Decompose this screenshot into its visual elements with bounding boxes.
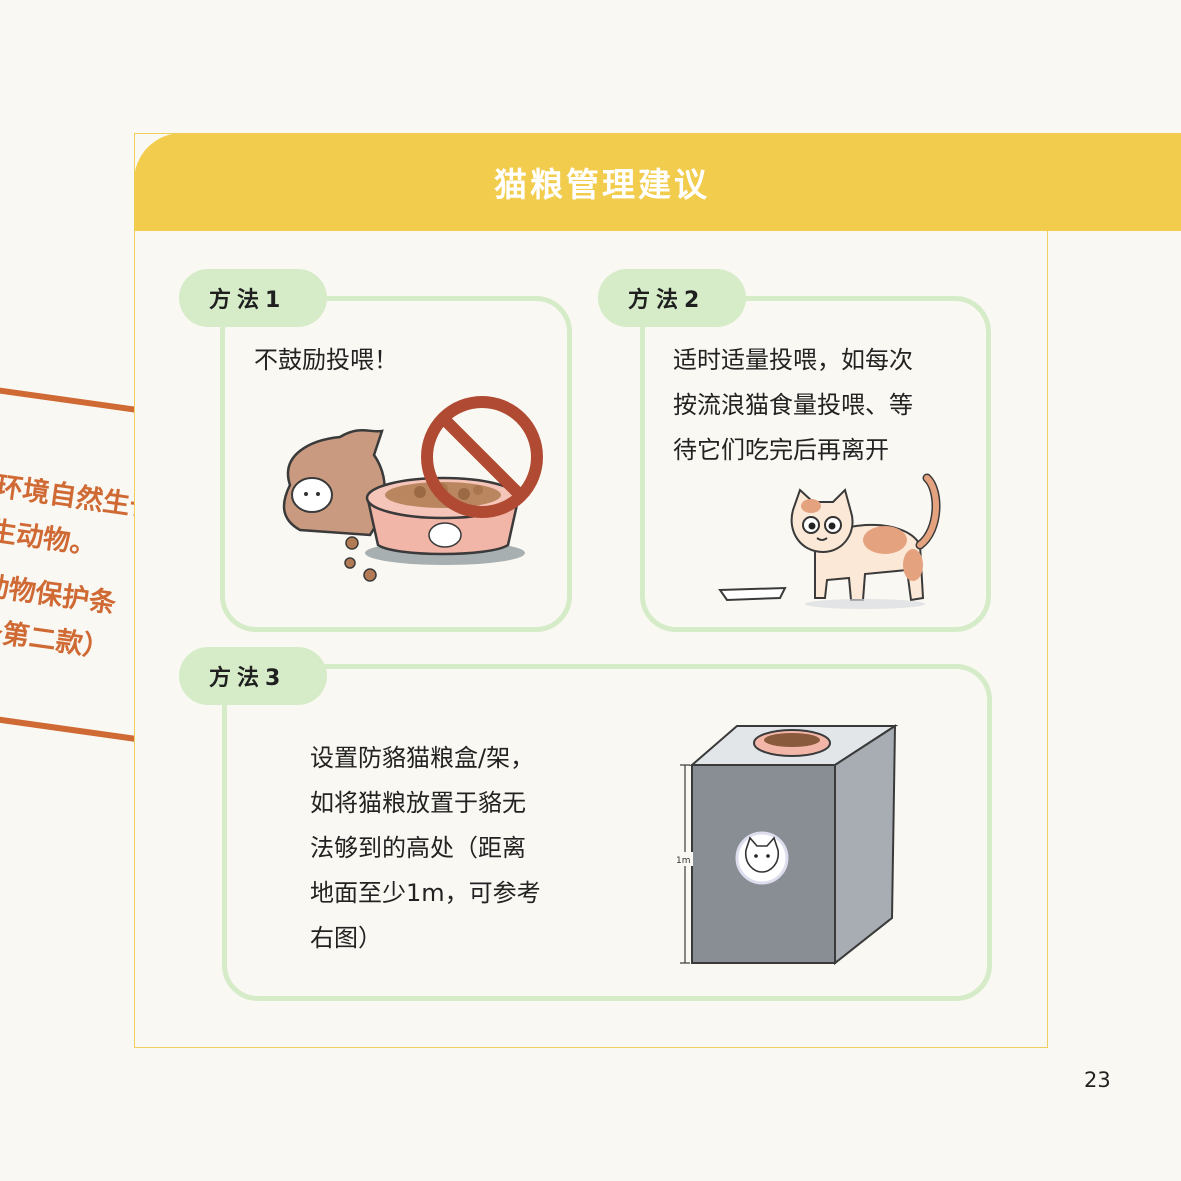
side-note-line: 生动物。 (0, 515, 99, 562)
no-feeding-illustration (282, 396, 543, 582)
method-text-line: 按流浪猫食量投喂、等 (673, 391, 913, 419)
method-text-line: 如将猫粮放置于貉无 (310, 789, 526, 817)
method-text-1: 不鼓励投喂！ (254, 338, 398, 383)
cat-eating-illustration (718, 473, 941, 609)
height-label: 1m (676, 856, 691, 866)
method-text-line: 右图） (310, 924, 382, 952)
feeding-box-illustration: 1m (673, 724, 899, 966)
method-text-line: 待它们吃完后再离开 (673, 436, 889, 464)
side-note-line: 动物保护条 (0, 570, 118, 620)
method-card-3 (222, 664, 992, 1001)
method-text-line: 适时适量投喂，如每次 (673, 346, 913, 374)
method-tag-3: 方法3 (179, 647, 327, 705)
method-text-line: 不鼓励投喂！ (254, 346, 398, 374)
method-text-line: 设置防貉猫粮盒/架， (310, 744, 535, 772)
method-tag-2: 方法2 (598, 269, 746, 327)
method-card-1 (220, 296, 572, 632)
method-text-line: 法够到的高处（距离 (310, 834, 526, 862)
method-text-line: 地面至少1m，可参考 (310, 879, 541, 907)
method-tag-1: 方法1 (179, 269, 327, 327)
header-bar: 猫粮管理建议 (134, 133, 1181, 231)
page-title: 猫粮管理建议 (494, 165, 710, 204)
method-text-3: 设置防貉猫粮盒/架， 如将猫粮放置于貉无 法够到的高处（距离 地面至少1m，可参… (310, 736, 541, 961)
method-text-2: 适时适量投喂，如每次 按流浪猫食量投喂、等 待它们吃完后再离开 (673, 338, 913, 473)
page-number: 23 (1084, 1068, 1111, 1092)
